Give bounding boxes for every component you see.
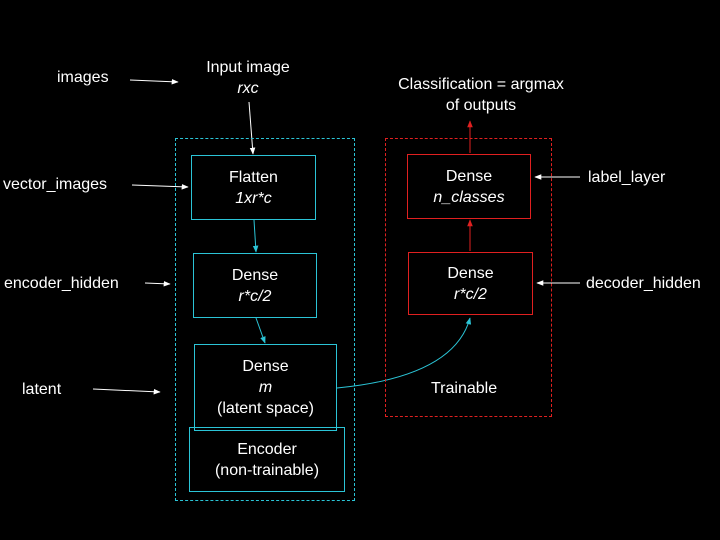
encoder-hidden-box: Dense r*c/2 — [193, 253, 317, 318]
encoder-frame — [175, 138, 355, 501]
encoder-hidden-pointer-arrow — [144, 280, 171, 287]
classification-line-2: of outputs — [445, 97, 517, 114]
label-layer-label: label_layer — [588, 169, 666, 186]
latent-layer-box: Dense m (latent space) — [194, 344, 337, 431]
encoder-hidden-label: encoder_hidden — [4, 275, 119, 292]
decoder-hidden-box: Dense r*c/2 — [408, 252, 533, 315]
latent-label: latent — [22, 381, 62, 398]
flatten-layer-shape: 1xr*c — [235, 189, 272, 207]
images-pointer-arrow — [129, 78, 179, 85]
input-to-flatten-arrow — [248, 101, 256, 155]
encoder-hidden-shape: r*c/2 — [238, 287, 272, 305]
flatten-layer-title: Flatten — [229, 168, 278, 186]
latent-to-decoder-curve — [336, 317, 472, 389]
trainable-caption: Trainable — [431, 380, 498, 397]
input-image-label: Input image rxc — [188, 57, 308, 99]
vector-images-label: vector_images — [3, 176, 108, 193]
encoder-hidden-title: Dense — [231, 266, 279, 284]
decoder-hidden-shape: r*c/2 — [454, 285, 487, 303]
input-image-shape: rxc — [237, 80, 259, 97]
encoder-caption-line-1: Encoder — [237, 440, 297, 458]
decoder-hidden-label: decoder_hidden — [586, 275, 701, 292]
label-layer-box: Dense n_classes — [407, 154, 531, 219]
latent-pointer-arrow — [92, 388, 161, 395]
encoder-caption-line-2: (non-trainable) — [214, 461, 320, 479]
decoder-hidden-title: Dense — [447, 264, 494, 282]
input-image-title: Input image — [206, 59, 290, 76]
latent-layer-shape: m — [258, 379, 273, 396]
vector-images-pointer-arrow — [131, 183, 189, 190]
encoder-caption-box: Encoder (non-trainable) — [189, 427, 345, 492]
hidden-to-latent-arrow — [255, 317, 266, 344]
label-layer-title: Dense — [445, 167, 493, 185]
classification-output-label: Classification = argmax of outputs — [371, 74, 591, 116]
label-layer-shape: n_classes — [433, 188, 505, 206]
decoder-frame — [385, 138, 552, 417]
images-label: images — [57, 69, 109, 86]
flatten-layer-box: Flatten 1xr*c — [191, 155, 316, 220]
flatten-to-hidden-arrow — [252, 219, 259, 253]
classification-line-1: Classification = argmax — [398, 76, 564, 93]
latent-layer-title: Dense — [242, 358, 289, 375]
latent-layer-note: (latent space) — [217, 400, 314, 417]
